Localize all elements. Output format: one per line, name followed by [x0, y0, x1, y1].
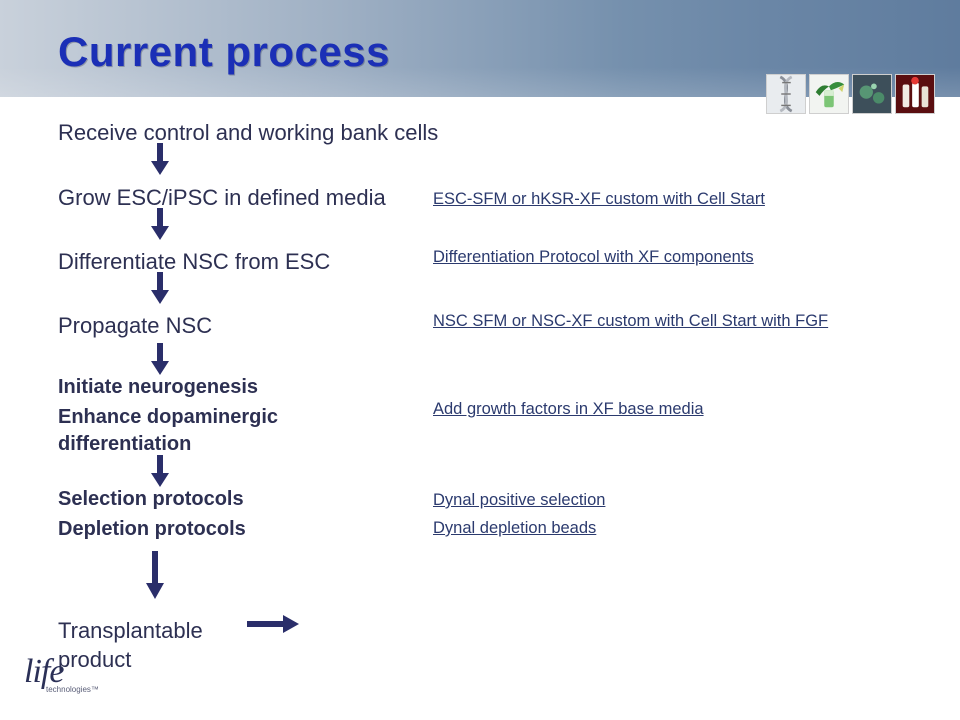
step-receive-cells: Receive control and working bank cells	[58, 120, 439, 145]
arrow-down-icon	[150, 343, 170, 375]
step-depletion-protocols: Depletion protocols	[58, 518, 246, 540]
cells-icon	[852, 74, 892, 114]
arrow-down-icon	[150, 208, 170, 240]
step-transplantable-product: Transplantable product	[58, 618, 203, 672]
company-logo: life technologies™	[24, 653, 99, 695]
step-grow-esc: Grow ESC/iPSC in defined media	[58, 185, 386, 210]
note-differentiation-protocol[interactable]: Differentiation Protocol with XF compone…	[433, 248, 754, 266]
arrow-down-icon	[150, 455, 170, 487]
note-dynal-positive-selection[interactable]: Dynal positive selection	[433, 491, 606, 509]
dna-icon	[766, 74, 806, 114]
step-initiate-neurogenesis: Initiate neurogenesis	[58, 376, 259, 398]
step-enhance-dopaminergic: Enhance dopaminergic differentiation	[58, 406, 279, 455]
step-differentiate-nsc: Differentiate NSC from ESC	[58, 249, 331, 274]
header-thumbnails	[766, 74, 935, 114]
note-esc-sfm[interactable]: ESC-SFM or hKSR-XF custom with Cell Star…	[433, 190, 765, 208]
vials-icon	[895, 74, 935, 114]
arrow-down-icon	[145, 551, 165, 599]
logo-word: life	[24, 653, 64, 690]
step-propagate-nsc: Propagate NSC	[58, 313, 213, 338]
step-selection-protocols: Selection protocols	[58, 488, 244, 510]
page-title: Current process	[58, 28, 390, 75]
note-nsc-sfm[interactable]: NSC SFM or NSC-XF custom with Cell Start…	[433, 312, 829, 330]
note-dynal-depletion-beads[interactable]: Dynal depletion beads	[433, 519, 597, 537]
logo-subtext: technologies™	[46, 685, 99, 694]
flask-plant-icon	[809, 74, 849, 114]
arrow-right-icon	[247, 615, 299, 638]
arrow-down-icon	[150, 272, 170, 304]
arrow-down-icon	[150, 143, 170, 175]
note-growth-factors[interactable]: Add growth factors in XF base media	[433, 400, 704, 418]
